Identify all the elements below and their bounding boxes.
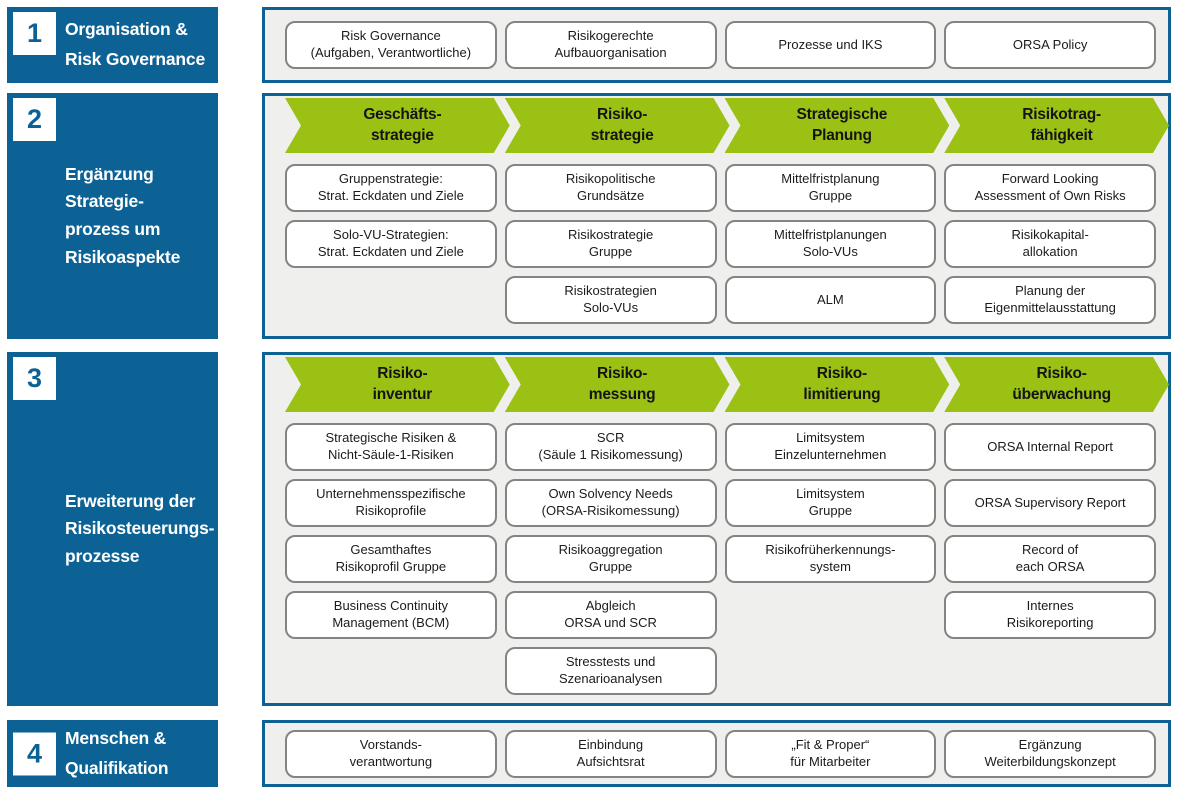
section-2: 2 Ergänzung Strategie- prozess um Risiko… bbox=[7, 93, 1171, 339]
section-number: 2 bbox=[26, 104, 43, 134]
process-box: Risikostrategie Gruppe bbox=[504, 220, 717, 268]
section-3-panel: Risiko- inventur Risiko- messung Risiko-… bbox=[262, 352, 1171, 706]
process-box: Limitsystem Einzelunternehmen bbox=[724, 423, 937, 471]
section-3-number-badge: 3 bbox=[13, 357, 56, 400]
section-2-sidebar: 2 Ergänzung Strategie- prozess um Risiko… bbox=[7, 93, 218, 339]
phase-column: ORSA Internal Report ORSA Supervisory Re… bbox=[944, 423, 1156, 695]
section-3: 3 Erweiterung der Risikosteuerungs- proz… bbox=[7, 352, 1171, 706]
phase-column: Mittelfristplanung Gruppe Mittelfristpla… bbox=[724, 164, 937, 324]
section-4-box-grid: Vorstands- verantwortung Einbindung Aufs… bbox=[265, 729, 1168, 778]
process-box: Mittelfristplanungen Solo-VUs bbox=[724, 220, 937, 268]
process-box: ORSA Supervisory Report bbox=[944, 479, 1156, 527]
phase-arrow: Risiko- strategie bbox=[505, 98, 730, 153]
process-box: Ergänzung Weiterbildungskonzept bbox=[944, 729, 1156, 778]
process-box: Einbindung Aufsichtsrat bbox=[504, 729, 717, 778]
process-box: Forward Looking Assessment of Own Risks bbox=[944, 164, 1156, 212]
section-4-panel: Vorstands- verantwortung Einbindung Aufs… bbox=[262, 720, 1171, 787]
section-1-panel: Risk Governance (Aufgaben, Verantwortlic… bbox=[262, 7, 1171, 83]
phase-arrow: Strategische Planung bbox=[725, 98, 950, 153]
phase-arrow: Geschäfts- strategie bbox=[285, 98, 510, 153]
section-1-box-grid: Risk Governance (Aufgaben, Verantwortlic… bbox=[265, 21, 1168, 69]
section-2-label: Ergänzung Strategie- prozess um Risikoas… bbox=[65, 163, 181, 267]
process-box: SCR (Säule 1 Risikomessung) bbox=[504, 423, 717, 471]
phase-column: Forward Looking Assessment of Own Risks … bbox=[944, 164, 1156, 324]
process-box: ORSA Policy bbox=[944, 21, 1156, 69]
process-box: Vorstands- verantwortung bbox=[285, 729, 497, 778]
phase-arrow: Risiko- inventur bbox=[285, 357, 510, 412]
process-box: Risikopolitische Grundsätze bbox=[504, 164, 717, 212]
section-3-label: Erweiterung der Risikosteuerungs- prozes… bbox=[65, 490, 215, 566]
process-box: Gruppenstrategie: Strat. Eckdaten und Zi… bbox=[285, 164, 497, 212]
process-box: Business Continuity Management (BCM) bbox=[285, 591, 497, 639]
process-box: Planung der Eigenmittelausstattung bbox=[944, 276, 1156, 324]
phase-column: Limitsystem Einzelunternehmen Limitsyste… bbox=[724, 423, 937, 695]
section-1: 1 Organisation & Risk Governance Risk Go… bbox=[7, 7, 1171, 83]
section-2-panel: Geschäfts- strategie Risiko- strategie S… bbox=[262, 93, 1171, 339]
process-box: ALM bbox=[724, 276, 937, 324]
section-4: 4 Menschen & Qualifikation Vorstands- ve… bbox=[7, 720, 1171, 787]
section-3-sidebar: 3 Erweiterung der Risikosteuerungs- proz… bbox=[7, 352, 218, 706]
process-box: Unternehmensspezifische Risikoprofile bbox=[285, 479, 497, 527]
phase-column: Risikopolitische Grundsätze Risikostrate… bbox=[504, 164, 717, 324]
section-1-number-badge: 1 bbox=[13, 12, 56, 55]
section-2-number-badge: 2 bbox=[13, 98, 56, 141]
process-box: Limitsystem Gruppe bbox=[724, 479, 937, 527]
phase-arrow: Risikotrag- fähigkeit bbox=[944, 98, 1169, 153]
section-4-number-badge: 4 bbox=[13, 732, 56, 775]
process-box: Strategische Risiken & Nicht-Säule-1-Ris… bbox=[285, 423, 497, 471]
process-box: Risikostrategien Solo-VUs bbox=[504, 276, 717, 324]
section-1-label: Organisation & Risk Governance bbox=[65, 19, 205, 69]
process-box: Gesamthaftes Risikoprofil Gruppe bbox=[285, 535, 497, 583]
process-box: ORSA Internal Report bbox=[944, 423, 1156, 471]
section-4-sidebar: 4 Menschen & Qualifikation bbox=[7, 720, 218, 787]
process-box: Mittelfristplanung Gruppe bbox=[724, 164, 937, 212]
section-number: 4 bbox=[26, 738, 43, 768]
phase-arrow: Risiko- messung bbox=[505, 357, 730, 412]
process-box: Abgleich ORSA und SCR bbox=[504, 591, 717, 639]
process-box: Own Solvency Needs (ORSA-Risikomessung) bbox=[504, 479, 717, 527]
process-box: Solo-VU-Strategien: Strat. Eckdaten und … bbox=[285, 220, 497, 268]
section-2-box-grid: Gruppenstrategie: Strat. Eckdaten und Zi… bbox=[265, 164, 1168, 324]
section-3-box-grid: Strategische Risiken & Nicht-Säule-1-Ris… bbox=[265, 423, 1168, 695]
section-4-label: Menschen & Qualifikation bbox=[65, 727, 169, 778]
section-number: 1 bbox=[26, 18, 43, 48]
phase-column: SCR (Säule 1 Risikomessung) Own Solvency… bbox=[504, 423, 717, 695]
process-box: Internes Risikoreporting bbox=[944, 591, 1156, 639]
process-box: Risk Governance (Aufgaben, Verantwortlic… bbox=[285, 21, 497, 69]
phase-column: Gruppenstrategie: Strat. Eckdaten und Zi… bbox=[285, 164, 497, 324]
section-3-phase-arrows: Risiko- inventur Risiko- messung Risiko-… bbox=[265, 355, 1168, 412]
process-box: Prozesse und IKS bbox=[724, 21, 937, 69]
phase-column: Strategische Risiken & Nicht-Säule-1-Ris… bbox=[285, 423, 497, 695]
phase-arrow: Risiko- überwachung bbox=[944, 357, 1169, 412]
phase-arrow: Risiko- limitierung bbox=[725, 357, 950, 412]
section-number: 3 bbox=[26, 363, 43, 393]
process-box: Risikogerechte Aufbauorganisation bbox=[504, 21, 717, 69]
section-1-sidebar: 1 Organisation & Risk Governance bbox=[7, 7, 218, 83]
process-box: Stresstests und Szenarioanalysen bbox=[504, 647, 717, 695]
process-box: „Fit & Proper“ für Mitarbeiter bbox=[724, 729, 937, 778]
process-box: Risikoaggregation Gruppe bbox=[504, 535, 717, 583]
process-box: Risikokapital- allokation bbox=[944, 220, 1156, 268]
process-box: Record of each ORSA bbox=[944, 535, 1156, 583]
section-2-phase-arrows: Geschäfts- strategie Risiko- strategie S… bbox=[265, 96, 1168, 153]
process-box: Risikofrüherkennungs- system bbox=[724, 535, 937, 583]
